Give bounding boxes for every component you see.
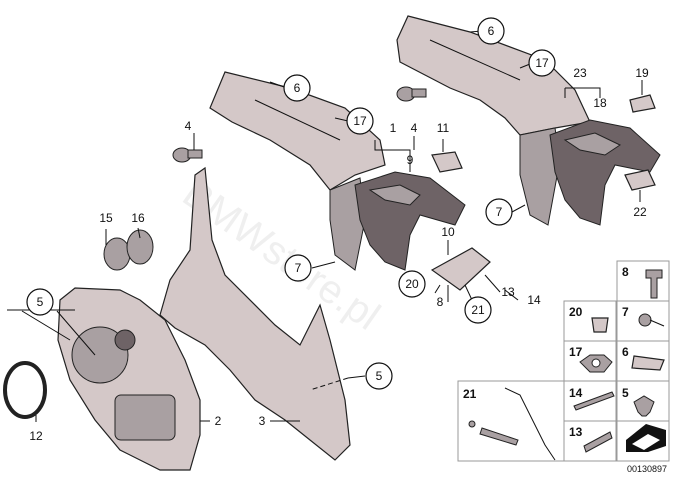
rod-icon	[504, 387, 556, 461]
label-1: 1	[390, 121, 397, 135]
push-clip-right	[396, 86, 427, 102]
grommet-15	[103, 237, 131, 271]
svg-text:6: 6	[294, 81, 301, 95]
label-8: 8	[437, 295, 444, 309]
svg-text:20: 20	[569, 305, 583, 319]
label-3: 3	[259, 414, 266, 428]
callout-5-left: 5	[26, 288, 54, 316]
legend-item-17: 17	[563, 340, 617, 382]
label-14: 14	[527, 293, 541, 307]
label-19: 19	[635, 66, 649, 80]
svg-text:21: 21	[463, 387, 477, 401]
label-4-right: 4	[411, 121, 418, 135]
label-12: 12	[29, 429, 43, 443]
svg-text:8: 8	[622, 265, 629, 279]
push-clip-left	[172, 147, 203, 163]
air-duct-right	[549, 119, 661, 226]
legend-item-14: 14	[563, 380, 617, 422]
flap-10	[430, 247, 491, 291]
label-22: 22	[633, 205, 647, 219]
svg-text:6: 6	[622, 345, 629, 359]
long-screw-icon	[573, 391, 615, 411]
cover-22	[624, 169, 656, 191]
cover-19	[629, 94, 656, 113]
label-15: 15	[99, 211, 113, 225]
legend-item-20: 20	[563, 300, 617, 342]
bolt-icon	[645, 269, 663, 299]
coil-spring-icon	[583, 431, 613, 453]
label-10: 10	[441, 225, 455, 239]
label-2: 2	[215, 414, 222, 428]
callout-17-top: 17	[528, 49, 556, 77]
legend-item-7: 7	[616, 300, 670, 342]
svg-text:13: 13	[569, 425, 583, 439]
plug-icon	[591, 317, 609, 333]
svg-text:5: 5	[376, 369, 383, 383]
label-11: 11	[437, 121, 450, 135]
legend-item-6: 6	[616, 340, 670, 382]
speaker-ring	[3, 361, 47, 419]
svg-text:7: 7	[496, 205, 503, 219]
callout-21: 21	[464, 296, 492, 324]
label-23: 23	[573, 66, 587, 80]
label-16: 16	[131, 211, 145, 225]
callout-5-center: 5	[365, 362, 393, 390]
document-number: 00130897	[627, 464, 667, 474]
callout-7-right: 7	[485, 198, 513, 226]
screw-icon	[638, 313, 652, 327]
callout-6-middle: 6	[283, 74, 311, 102]
svg-text:17: 17	[569, 345, 583, 359]
svg-text:5: 5	[37, 295, 44, 309]
lower-side-panel	[159, 166, 351, 461]
legend-grid: 8 20 7 17 6 21	[457, 260, 670, 462]
svg-text:7: 7	[295, 261, 302, 275]
upper-trim-panel-right	[396, 15, 591, 226]
legend-item-21: 21	[457, 380, 565, 462]
svg-text:21: 21	[471, 303, 485, 317]
legend-item-8: 8	[616, 260, 670, 302]
label-4-left: 4	[185, 119, 192, 133]
clip-plate-icon	[631, 355, 665, 371]
svg-text:20: 20	[405, 277, 419, 291]
spring-icon	[479, 427, 519, 446]
callout-20: 20	[398, 270, 426, 298]
washer-icon	[468, 420, 476, 428]
svg-text:5: 5	[622, 386, 629, 400]
callout-6-top: 6	[477, 17, 505, 45]
callout-17-middle: 17	[346, 107, 374, 135]
legend-item-5: 5	[616, 380, 670, 422]
front-cover-panel	[57, 287, 201, 471]
air-duct-middle	[354, 171, 466, 271]
legend-arrow-box	[616, 420, 670, 462]
svg-text:6: 6	[488, 24, 495, 38]
upper-trim-panel-middle	[209, 71, 386, 271]
callout-7-middle: 7	[284, 254, 312, 282]
svg-text:14: 14	[569, 386, 583, 400]
legend-item-13: 13	[563, 420, 617, 462]
label-18: 18	[593, 96, 607, 110]
push-rivet-icon	[633, 395, 655, 417]
svg-text:17: 17	[535, 56, 549, 70]
svg-text:17: 17	[353, 114, 367, 128]
leader-lines	[7, 30, 643, 422]
grommet-16	[126, 229, 154, 265]
svg-text:7: 7	[622, 305, 629, 319]
label-9: 9	[407, 153, 414, 167]
cover-11	[431, 151, 463, 173]
label-13: 13	[501, 285, 515, 299]
